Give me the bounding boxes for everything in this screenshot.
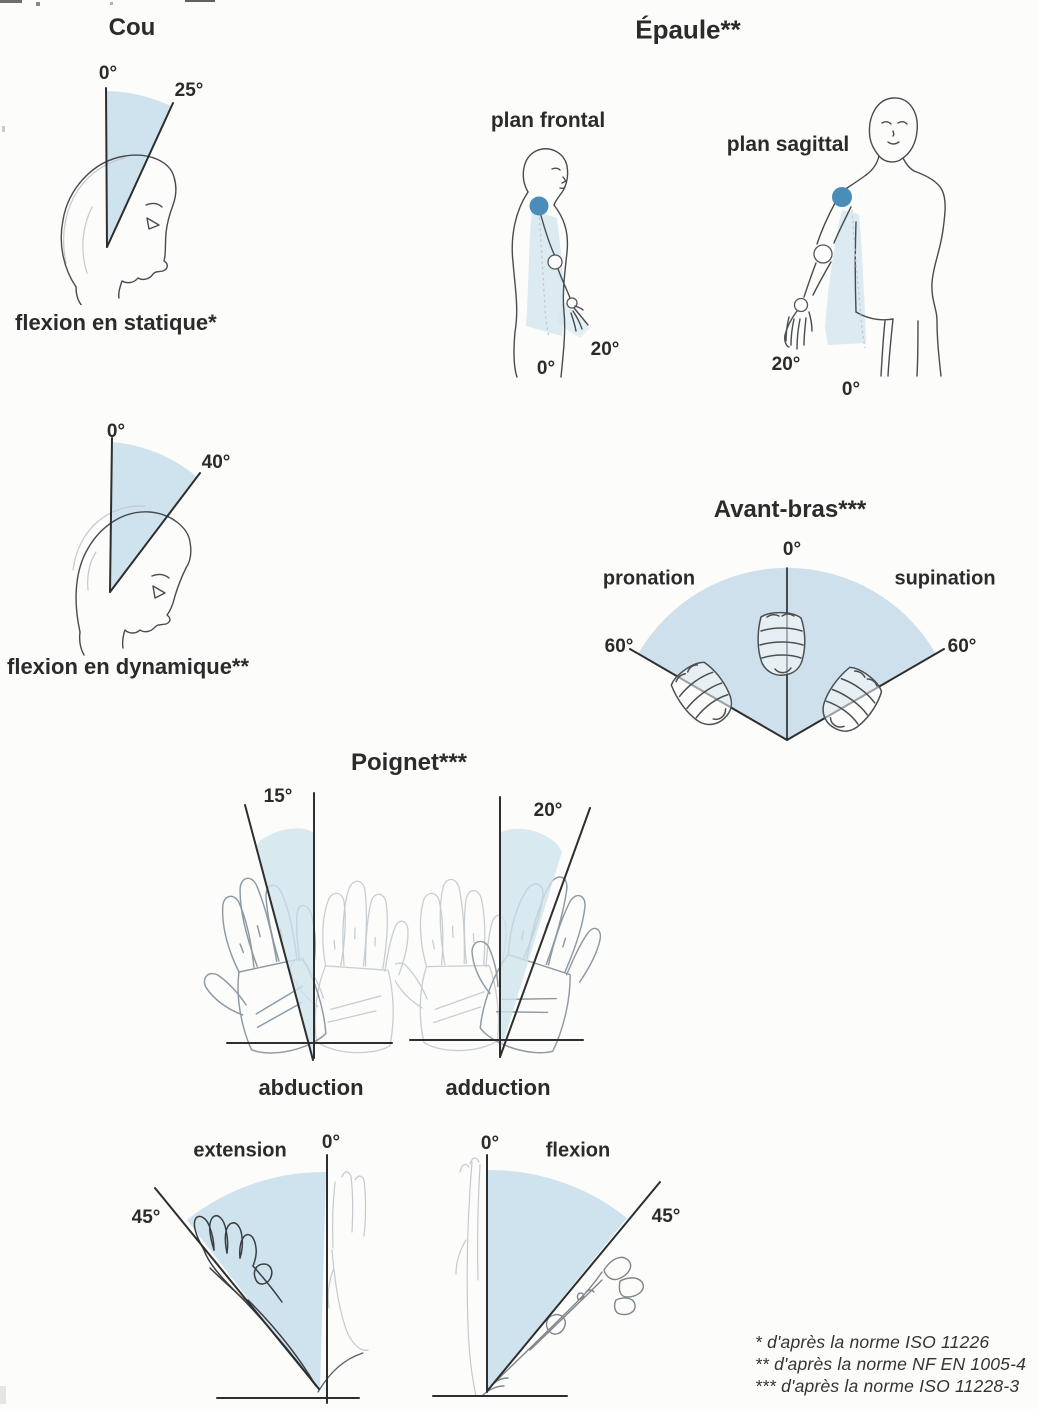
body-front-sketch xyxy=(843,97,946,377)
hand-side-view-outline xyxy=(481,1256,644,1397)
scan-artifact xyxy=(36,2,40,6)
flexion-range-sector xyxy=(487,1169,627,1390)
scan-artifact xyxy=(0,0,22,3)
neck-static-zero-label: 0° xyxy=(98,63,118,84)
neck-dynamic-zero-label: 0° xyxy=(106,421,126,442)
ghost-arm-outline xyxy=(538,211,550,337)
body-profile-sketch xyxy=(511,148,569,378)
adduction-range-wedge xyxy=(500,828,562,1053)
shoulder-range-shading xyxy=(825,210,866,345)
wrist-flexion-figure xyxy=(432,1154,661,1397)
angle-15-line xyxy=(244,804,314,1061)
neck-static-caption: flexion en statique* xyxy=(15,310,217,335)
zero-reference-line xyxy=(109,437,113,593)
angle-45-line xyxy=(154,1187,320,1390)
forearm-rotation-figure xyxy=(629,567,945,741)
shoulder-sagittal-angle-label: 20° xyxy=(771,354,801,375)
neck-static-flexion-figure xyxy=(60,87,177,305)
arm-sketch xyxy=(539,211,589,332)
wrist-adduction-angle-label: 20° xyxy=(533,800,563,821)
shoulder-joint-dot xyxy=(529,196,549,216)
wrist-joint-circle xyxy=(793,297,809,313)
angle-20-line xyxy=(499,807,591,1058)
shoulder-joint-dot xyxy=(832,187,852,207)
elbow-joint-circle xyxy=(547,254,563,270)
wrist-extension-angle-label: 45° xyxy=(131,1207,161,1228)
wrist-extension-figure xyxy=(154,1154,369,1404)
supination-angle-label: 60° xyxy=(947,636,977,657)
wrist-adduction-figure xyxy=(395,796,615,1064)
wrist-abduction-figure xyxy=(190,792,411,1068)
head-profile-sketch xyxy=(60,154,177,305)
neck-static-range-wedge xyxy=(106,91,171,247)
neck-dynamic-caption: flexion en dynamique** xyxy=(7,654,250,679)
ghost-hand-outline xyxy=(327,1171,369,1351)
shoulder-frontal-figure xyxy=(511,148,590,378)
epaule-section-title: Épaule** xyxy=(635,14,741,45)
scan-artifact xyxy=(110,2,113,5)
neck-static-angle-label: 25° xyxy=(174,80,204,101)
ghost-hand-outline xyxy=(455,1157,481,1397)
footnote-iso-11226: * d'après la norme ISO 11226 xyxy=(755,1332,990,1352)
hand-side-view-outline xyxy=(193,1215,317,1387)
shoulder-sagittal-zero-label: 0° xyxy=(841,379,861,400)
neck-dynamic-angle-label: 40° xyxy=(201,452,231,473)
sagittal-plane-label: plan sagittal xyxy=(726,133,850,156)
shoulder-range-shading xyxy=(526,210,564,336)
wrist-abduction-angle-label: 15° xyxy=(263,786,293,807)
shoulder-frontal-zero-label: 0° xyxy=(536,358,556,379)
poignet-section-title: Poignet*** xyxy=(350,749,468,776)
neck-dynamic-range-wedge xyxy=(110,442,197,592)
hand-outline xyxy=(190,864,343,1068)
wrist-joint-circle xyxy=(566,297,578,309)
angle-45-line xyxy=(487,1181,661,1391)
wrist-adduction-caption: adduction xyxy=(445,1075,551,1100)
wrist-extension-zero-label: 0° xyxy=(321,1132,341,1153)
scan-artifact xyxy=(0,1386,6,1404)
pronation-label: pronation xyxy=(602,567,696,590)
scan-artifact xyxy=(185,0,215,2)
zero-reference-line xyxy=(105,87,108,248)
avant-bras-section-title: Avant-bras*** xyxy=(713,496,867,523)
wrist-extension-label: extension xyxy=(193,1139,287,1162)
head-profile-ghost-outline xyxy=(72,505,146,591)
footnote-nf-en-1005-4: ** d'après la norme NF EN 1005-4 xyxy=(755,1354,1027,1374)
footnote-iso-11228-3: *** d'après la norme ISO 11228-3 xyxy=(755,1376,1020,1396)
supination-label: supination xyxy=(894,567,996,590)
wrist-abduction-caption: abduction xyxy=(258,1075,364,1100)
forearm-zero-label: 0° xyxy=(782,539,802,560)
shoulder-frontal-angle-label: 20° xyxy=(590,339,620,360)
angle-40-line xyxy=(109,472,201,593)
elbow-joint-circle xyxy=(813,244,833,264)
wrist-flexion-angle-label: 45° xyxy=(651,1206,681,1227)
wrist-curve xyxy=(317,1352,364,1393)
scan-artifact xyxy=(2,126,5,132)
fist-neutral-icon xyxy=(757,611,806,676)
angle-25-line xyxy=(106,102,174,248)
wrist-flexion-label: flexion xyxy=(545,1139,611,1162)
wrist-flexion-zero-label: 0° xyxy=(480,1133,500,1154)
head-profile-ghost-outline xyxy=(63,157,126,274)
arm-sketch xyxy=(784,202,852,350)
head-profile-sketch xyxy=(75,511,192,656)
neck-dynamic-flexion-figure xyxy=(72,437,201,656)
cou-section-title: Cou xyxy=(108,14,156,41)
ghost-arm-outline xyxy=(851,209,866,349)
shoulder-sagittal-figure xyxy=(784,97,946,377)
pronation-angle-label: 60° xyxy=(604,636,634,657)
frontal-plane-label: plan frontal xyxy=(490,109,606,132)
abduction-range-wedge xyxy=(256,828,314,1056)
norm-footnotes: * d'après la norme ISO 11226 ** d'après … xyxy=(755,1331,1026,1397)
